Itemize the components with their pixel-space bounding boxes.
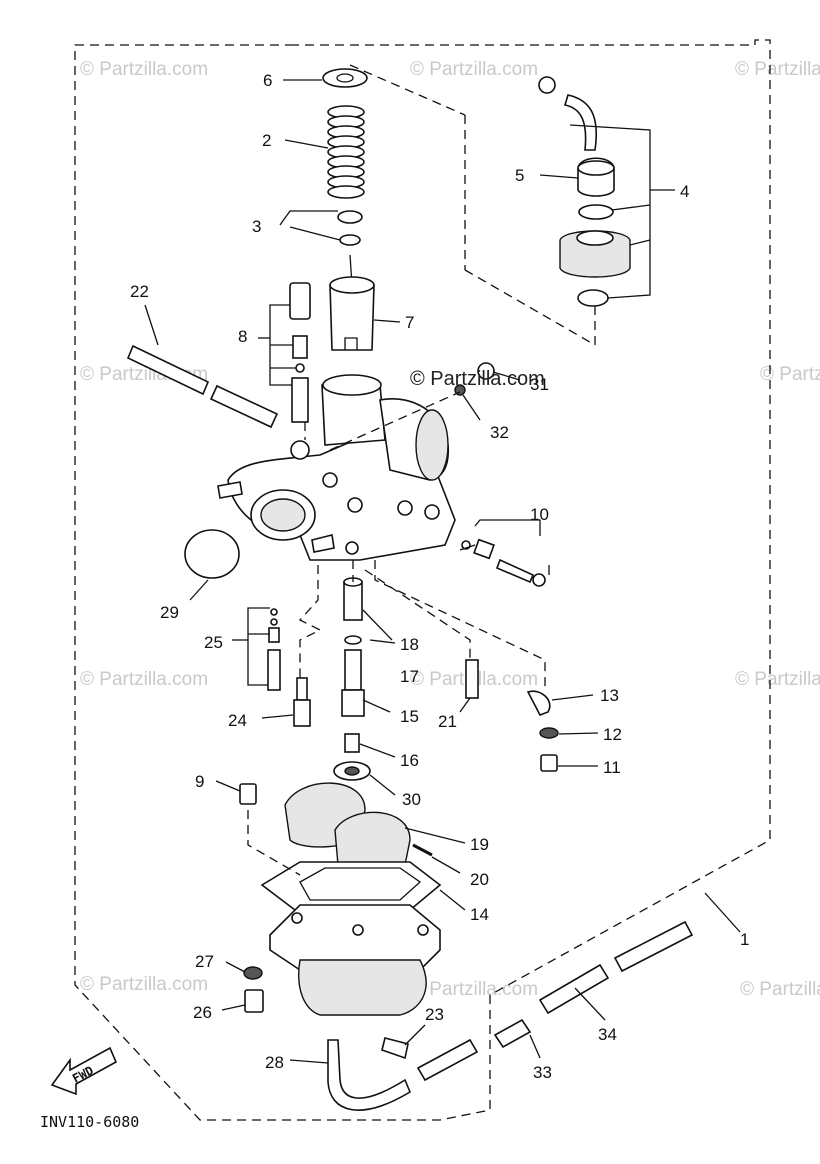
watermark: © Partzilla.com (80, 974, 208, 995)
part-label-13: 13 (600, 686, 619, 705)
leader-lines (144, 79, 741, 1064)
part-30-washer (333, 761, 371, 781)
part-label-8: 8 (238, 327, 247, 346)
part-label-33: 33 (533, 1063, 552, 1082)
part-2-spring (327, 105, 365, 199)
carburetor-body (217, 374, 456, 561)
float-bowl (269, 904, 441, 1016)
part-label-31: 31 (530, 375, 549, 394)
part-label-17: 17 (400, 667, 419, 686)
part-5-cap (577, 157, 615, 197)
part-3-clips (337, 210, 363, 246)
part-label-23: 23 (425, 1005, 444, 1024)
part-31-screw (477, 362, 495, 380)
part-28-drain-hose (327, 1038, 479, 1111)
part-25-needle-jet-set (267, 608, 281, 691)
part-label-29: 29 (160, 603, 179, 622)
part-10-screw-set (461, 538, 546, 587)
part-label-32: 32 (490, 423, 509, 442)
part-12-washer (539, 727, 559, 739)
part-20-pin (412, 843, 433, 857)
part-label-26: 26 (193, 1003, 212, 1022)
watermark: © Partzilla.com (410, 979, 538, 1000)
part-label-7: 7 (405, 313, 414, 332)
part-7-throttle-valve (329, 254, 375, 351)
dashed-leaders (247, 391, 546, 876)
watermark: © Partzilla.com (80, 59, 208, 80)
part-label-21: 21 (438, 712, 457, 731)
part-label-6: 6 (263, 71, 272, 90)
part-label-11: 11 (603, 758, 621, 777)
part-19-float (284, 782, 411, 876)
part-15-main-jet-holder (341, 649, 365, 717)
watermark: © Partzilla.com (740, 979, 820, 1000)
part-11-screw (540, 754, 558, 772)
part-4-cap-assembly (538, 76, 631, 307)
part-label-3: 3 (252, 217, 261, 236)
part-33-fitting (493, 1018, 532, 1049)
part-label-18: 18 (400, 635, 419, 654)
part-9-screw (239, 783, 257, 805)
part-18-needle-jet (343, 577, 363, 621)
part-label-10: 10 (530, 505, 549, 524)
fwd-arrow-icon: FWD (50, 1046, 118, 1096)
part-34-hose (538, 920, 694, 1015)
part-label-15: 15 (400, 707, 419, 726)
part-16-main-jet (344, 733, 360, 753)
part-24-jet (293, 677, 311, 727)
part-label-28: 28 (265, 1053, 284, 1072)
part-label-4: 4 (680, 182, 689, 201)
part-label-34: 34 (598, 1025, 617, 1044)
part-27-washer (243, 966, 263, 980)
part-label-14: 14 (470, 905, 489, 924)
watermark: © Partzilla.com (735, 669, 820, 690)
assembly-outline (74, 39, 771, 1121)
part-22-hose (126, 344, 279, 429)
part-label-16: 16 (400, 751, 419, 770)
part-label-30: 30 (402, 790, 421, 809)
part-label-20: 20 (470, 870, 489, 889)
watermark: © Partzilla.com (80, 669, 208, 690)
watermark: © Partzilla.com (760, 364, 820, 385)
part-label-5: 5 (515, 166, 524, 185)
part-label-22: 22 (130, 282, 149, 301)
part-26-screw (244, 989, 264, 1013)
part-label-9: 9 (195, 772, 204, 791)
part-17-o-ring (344, 635, 362, 645)
part-29-gasket (184, 529, 240, 579)
part-label-24: 24 (228, 711, 247, 730)
part-21-screw (465, 659, 479, 699)
watermark: © Partzilla.com (735, 59, 820, 80)
part-label-27: 27 (195, 952, 214, 971)
leader-dash (464, 269, 596, 346)
part-labels: 1234567891011121314151617181920212223242… (130, 71, 749, 1082)
part-label-2: 2 (262, 131, 271, 150)
drawing-code: INV110-6080 (40, 1113, 139, 1131)
part-23-screw (381, 1037, 409, 1060)
part-6-washer (322, 68, 368, 88)
part-label-19: 19 (470, 835, 489, 854)
part-label-1: 1 (740, 930, 749, 949)
part-13-bracket (526, 690, 551, 716)
part-label-25: 25 (204, 633, 223, 652)
watermark: © Partzilla.com (410, 59, 538, 80)
part-label-12: 12 (603, 725, 622, 744)
part-8-pilot-screw-set (289, 282, 311, 423)
leader-dash (349, 64, 466, 116)
credit-text: © Partzilla.com (410, 368, 545, 390)
